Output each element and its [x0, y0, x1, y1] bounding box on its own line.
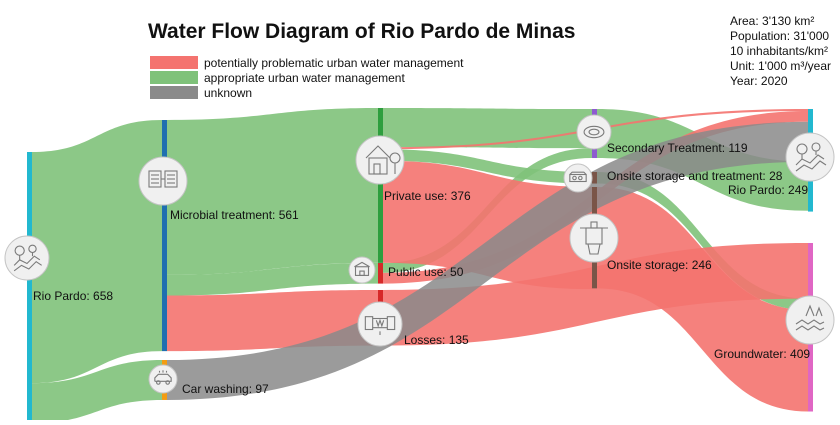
house-icon	[355, 135, 405, 185]
legend: potentially problematic urban water mana…	[150, 55, 463, 100]
flow-private-use-to-secondary-treatment	[383, 108, 592, 149]
node-bar-private-use	[378, 108, 383, 263]
flow-car-washing-to-rio-pardo-sink	[167, 121, 808, 400]
legend-label-problematic: potentially problematic urban water mana…	[204, 55, 464, 70]
info-population: Population: 31'000	[730, 29, 830, 43]
info-year: Year: 2020	[730, 74, 788, 88]
legend-swatch-unknown	[150, 86, 198, 99]
river-icon	[4, 235, 50, 281]
node-bar-microbial-treatment	[162, 120, 167, 352]
flow-rio-pardo-source-to-car-washing	[32, 360, 162, 424]
node-label-groundwater: Groundwater: 409	[714, 347, 810, 361]
car-icon	[148, 364, 178, 394]
flow-onsite-storage-to-groundwater	[597, 187, 808, 412]
node-bar-rio-pardo-source	[27, 152, 32, 424]
node-label-secondary-treatment: Secondary Treatment: 119	[607, 141, 748, 155]
septic-tank-icon	[563, 163, 593, 193]
node-label-microbial-treatment: Microbial treatment: 561	[170, 208, 299, 222]
node-bar-public-use	[378, 263, 383, 284]
node-bar-onsite-storage-treatment	[592, 172, 597, 184]
legend-swatch-problematic	[150, 56, 198, 69]
info-area: Area: 3'130 km²	[730, 14, 815, 28]
filter-icon	[138, 156, 188, 206]
flow-onsite-storage-treatment-to-groundwater	[597, 172, 808, 311]
node-label-losses: Losses: 135	[404, 333, 469, 347]
flow-microbial-treatment-to-public-use	[167, 263, 378, 296]
info-panel: Area: 3'130 km² Population: 31'000 10 in…	[730, 14, 831, 89]
building-icon	[348, 256, 376, 284]
labels-layer: Rio Pardo: 658 Microbial treatment: 561Ca…	[33, 141, 810, 396]
legend-item-unknown: unknown	[150, 85, 463, 100]
node-label-car-washing: Car washing: 97	[182, 382, 269, 396]
node-label-onsite-storage: Onsite storage: 246	[607, 258, 712, 272]
node-label-rio-pardo-sink: Rio Pardo: 249	[728, 183, 808, 197]
flow-microbial-treatment-to-private-use	[167, 108, 378, 275]
groundwater-icon	[785, 295, 835, 345]
info-unit: Unit: 1'000 m³/year	[730, 59, 831, 73]
legend-item-appropriate: appropriate urban water management	[150, 70, 463, 85]
node-label-private-use: Private use: 376	[384, 189, 471, 203]
pit-latrine-icon	[569, 213, 619, 263]
leaking-pipe-icon	[357, 301, 403, 347]
flow-private-use-to-onsite-storage	[383, 160, 592, 290]
legend-item-problematic: potentially problematic urban water mana…	[150, 55, 463, 70]
diagram-title: Water Flow Diagram of Rio Pardo de Minas	[148, 20, 576, 43]
node-label-onsite-storage-treatment: Onsite storage and treatment: 28	[607, 169, 783, 183]
river-icon	[785, 132, 835, 182]
node-label-rio-pardo-source: Rio Pardo: 658	[33, 289, 113, 303]
info-density: 10 inhabitants/km²	[730, 44, 829, 58]
legend-label-unknown: unknown	[204, 85, 253, 100]
node-label-public-use: Public use: 50	[388, 265, 464, 279]
icons-layer	[4, 114, 835, 394]
legend-swatch-appropriate	[150, 71, 198, 84]
legend-label-appropriate: appropriate urban water management	[204, 70, 405, 85]
treatment-plant-icon	[576, 114, 612, 150]
flow-rio-pardo-source-to-microbial-treatment	[32, 120, 162, 384]
flow-private-use-to-onsite-storage-treatment	[383, 149, 592, 184]
